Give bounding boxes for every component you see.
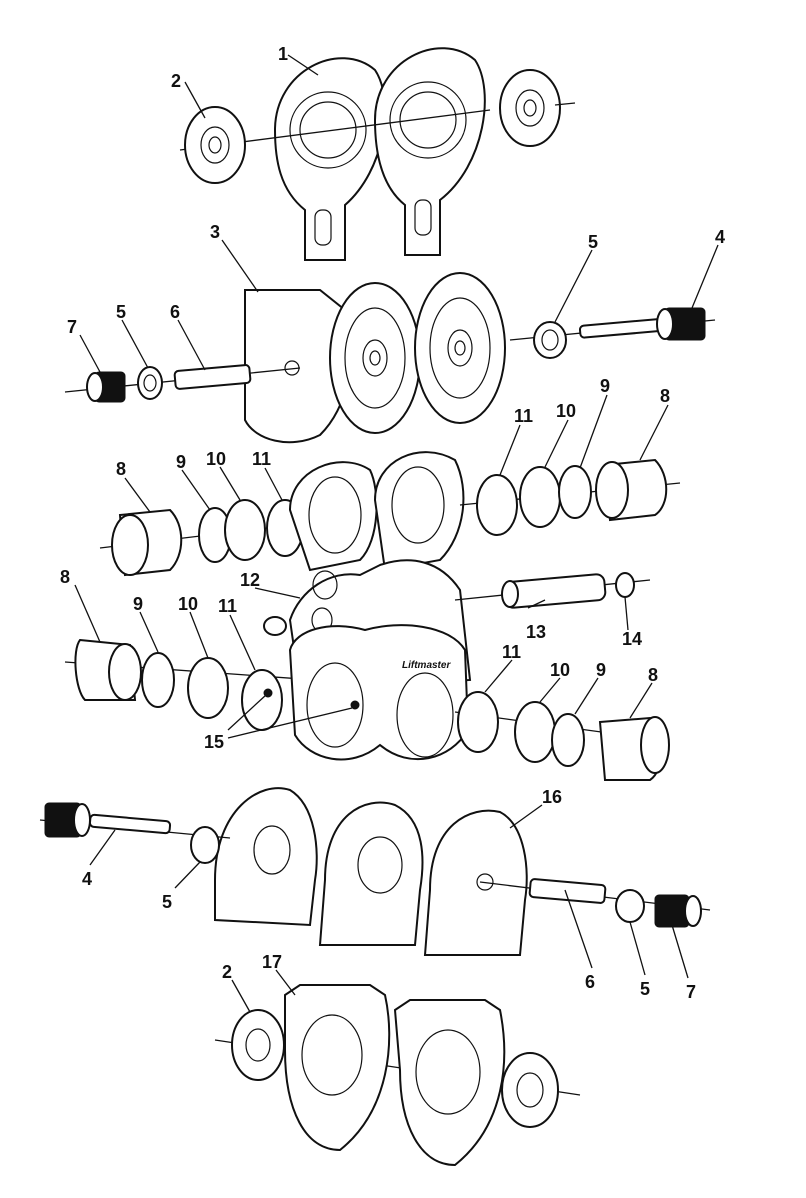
callout-6-bottom: 6	[585, 972, 595, 992]
callout-9-upper-left: 9	[176, 452, 186, 472]
side-plate-hanger-right	[373, 47, 486, 256]
bearing-housing-lower-right	[598, 716, 670, 781]
lock-nut-lower-left	[44, 802, 91, 838]
callout-5-top-right: 5	[588, 232, 598, 252]
callout-10-lower-right: 10	[550, 660, 570, 680]
callout-11-lower-right: 11	[502, 642, 521, 662]
callout-8-upper-right: 8	[660, 386, 670, 406]
callout-1: 1	[278, 44, 288, 64]
lock-nut-right-top	[656, 307, 706, 341]
seal-ring-10-lower-left	[187, 657, 229, 719]
cross-pin-13	[501, 573, 607, 609]
callout-11-lower-left: 11	[218, 596, 237, 616]
bearing-11-upper-right	[476, 474, 518, 536]
bushing-lower-left	[190, 826, 220, 864]
callout-9-lower-right: 9	[596, 660, 606, 680]
trolley-wheel-upper-left	[329, 282, 421, 434]
callout-7-bottom: 7	[686, 982, 696, 1002]
circlip-14	[615, 572, 635, 598]
seal-ring-10-upper-left	[224, 499, 266, 561]
snap-ring-9-lower-left	[141, 652, 175, 708]
callout-12: 12	[240, 570, 260, 590]
callout-10-lower-left: 10	[178, 594, 198, 614]
spacer-washer-bottom-left	[231, 1009, 285, 1081]
callout-4-bottom: 4	[82, 869, 92, 889]
callout-7-top: 7	[67, 317, 77, 337]
callout-6-top: 6	[170, 302, 180, 322]
brand-logo-text: Liftmaster	[402, 660, 451, 671]
snap-ring-9-upper-right	[558, 465, 592, 519]
callout-9-lower-left: 9	[133, 594, 143, 614]
callout-16: 16	[542, 787, 562, 807]
trolley-wheel-upper-right	[414, 272, 506, 424]
callout-11-upper-left: 11	[252, 449, 271, 469]
axle-pin-lower-left	[88, 813, 172, 835]
callout-5-bottom-right: 5	[640, 979, 650, 999]
bushing-right-top	[533, 321, 567, 359]
trolley-wheel-lower-left	[284, 984, 391, 1152]
callout-13: 13	[526, 622, 546, 642]
snap-ring-9-lower-right	[551, 713, 585, 767]
lock-nut-lower-right	[654, 894, 702, 928]
axle-pin-left	[173, 364, 252, 390]
callout-15: 15	[204, 732, 224, 752]
side-plate-lower-middle	[318, 801, 424, 946]
callout-9-upper-right: 9	[600, 376, 610, 396]
seal-ring-10-upper-right	[519, 466, 561, 528]
callout-4-top: 4	[715, 227, 725, 247]
bearing-housing-upper-right	[595, 458, 668, 522]
leader-lines	[74, 54, 719, 1013]
lock-nut-left	[86, 371, 126, 403]
bearing-11-lower-right	[457, 691, 499, 753]
axle-pin-lower-right	[528, 878, 607, 904]
spacer-washer-bottom-right	[501, 1052, 559, 1128]
callout-10-upper-right: 10	[556, 401, 576, 421]
side-plate-lower-left	[214, 787, 318, 927]
side-plate-lower-right	[423, 809, 528, 956]
callout-8-lower-right: 8	[648, 665, 658, 685]
side-plate-hanger-left	[273, 57, 386, 261]
callout-labels: 1 2 3 4 5 5 6 7 8 9 10 11 8 9 10 11 12 1…	[60, 44, 725, 1002]
callout-14: 14	[622, 629, 642, 649]
circlip-12	[263, 616, 287, 636]
load-yoke-body	[288, 624, 470, 761]
trolley-wheel-lower-right	[393, 999, 506, 1167]
callout-5-bottom-left: 5	[162, 892, 172, 912]
callout-2-top: 2	[171, 71, 181, 91]
bushing-lower-right	[615, 889, 645, 923]
grease-nipple-15b	[350, 700, 360, 710]
callout-2-bottom: 2	[222, 962, 232, 982]
callout-8-upper-left: 8	[116, 459, 126, 479]
bushing-left	[137, 366, 163, 400]
spacer-washer-top-right	[499, 69, 561, 147]
bearing-housing-lower-left	[74, 638, 142, 701]
callout-8-lower-left: 8	[60, 567, 70, 587]
callout-10-upper-left: 10	[206, 449, 226, 469]
bearing-carrier-upper	[288, 451, 465, 572]
callout-3: 3	[210, 222, 220, 242]
spacer-washer-top-left	[184, 106, 246, 184]
callout-11-upper-right: 11	[514, 406, 533, 426]
callout-5-top-left: 5	[116, 302, 126, 322]
bearing-housing-upper-left	[111, 508, 183, 577]
bearing-11-lower-left	[241, 669, 283, 731]
callout-17: 17	[262, 952, 282, 972]
seal-ring-10-lower-right	[514, 701, 556, 763]
